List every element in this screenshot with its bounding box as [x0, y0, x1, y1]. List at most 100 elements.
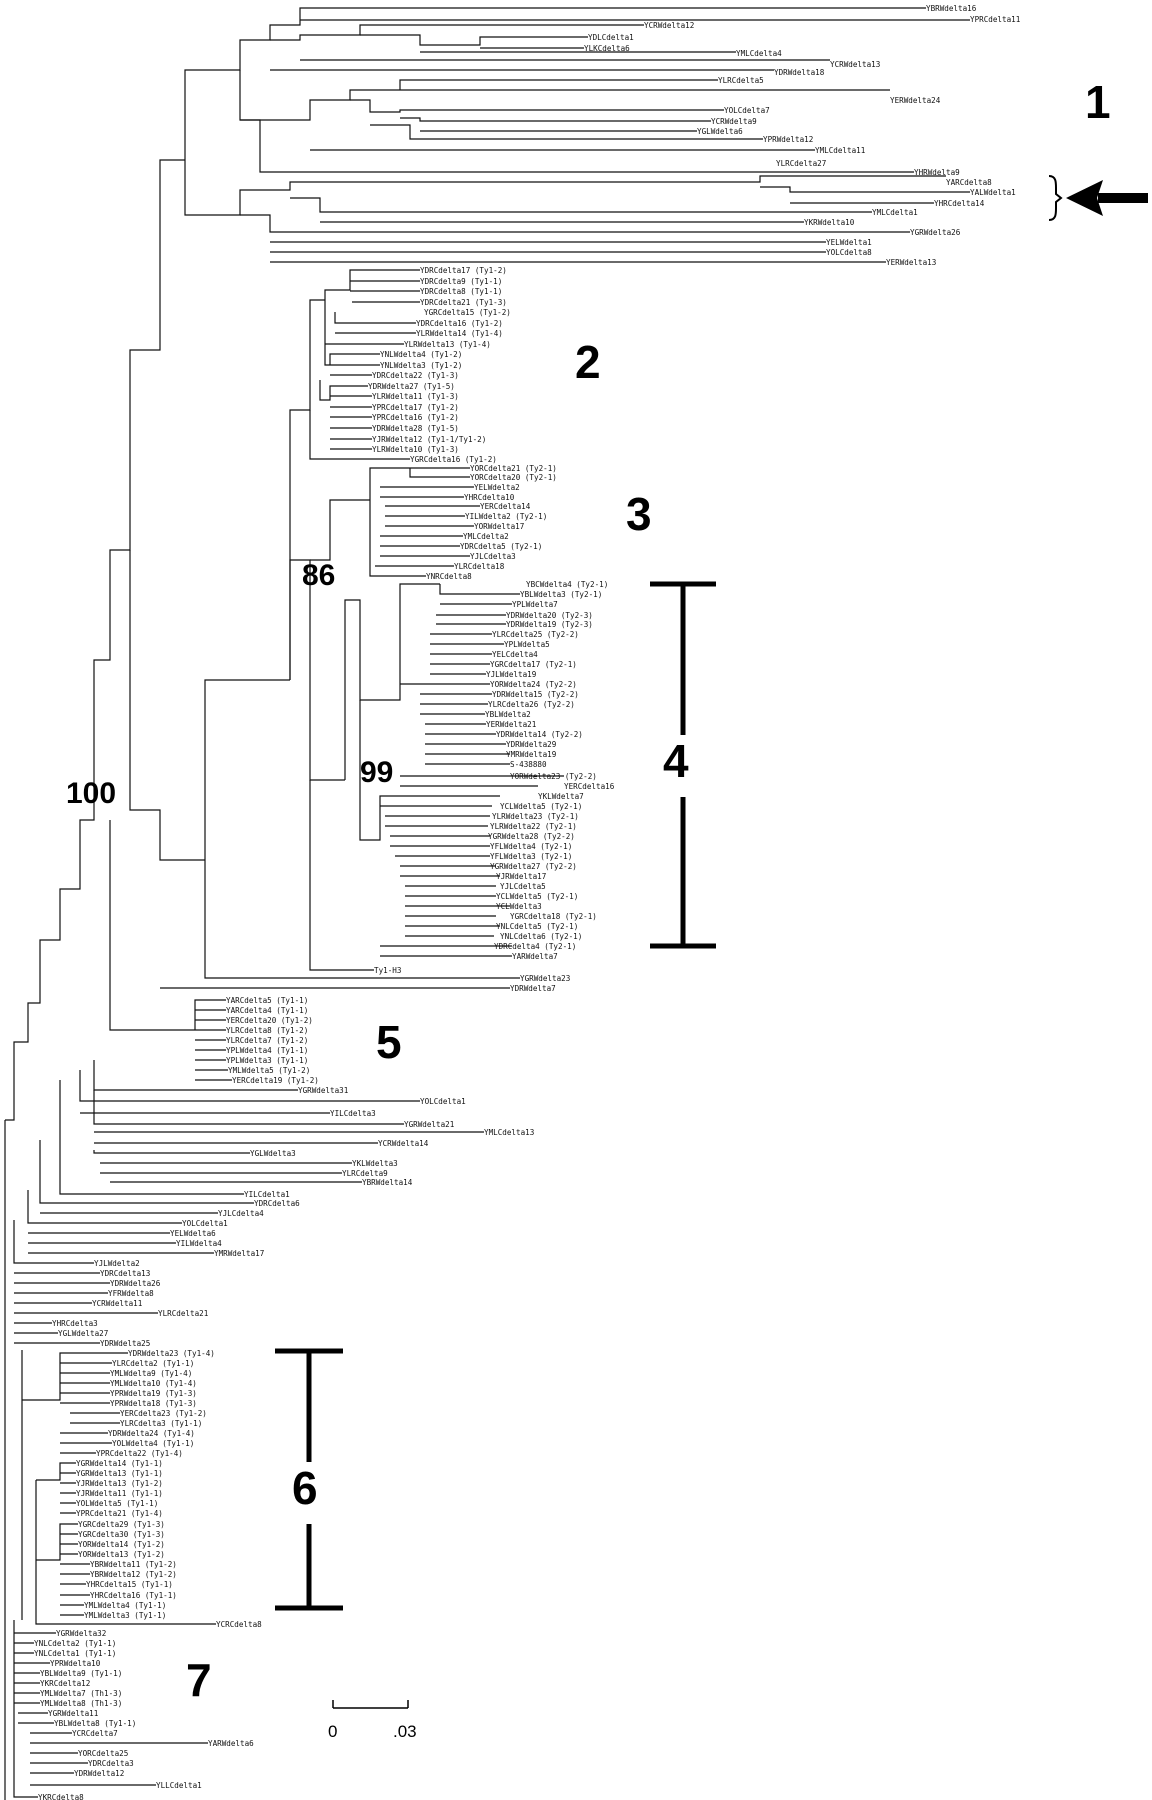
tree-branch	[310, 124, 815, 151]
clade-label-3: 3	[626, 488, 652, 540]
leaf-label: YOLWdelta5 (Ty1-1)	[76, 1499, 158, 1508]
leaf-label: YELWdelta2	[474, 483, 520, 492]
tree-branch	[369, 500, 426, 577]
leaf-label: YERCdelta16	[564, 782, 615, 791]
leaf-label: YARWdelta7	[512, 952, 558, 961]
leaf-label: YDRWdelta18	[774, 68, 825, 77]
leaf-label: YORCdelta20 (Ty2-1)	[470, 473, 557, 482]
leaf-label: YGRWdelta28 (Ty2-2)	[488, 832, 575, 841]
tree-branch	[109, 820, 195, 1031]
tree-branch	[35, 1480, 216, 1625]
tree-branch	[350, 99, 724, 132]
leaf-label: YDRCdelta17 (Ty1-2)	[420, 266, 507, 275]
leaf-label: YGRCdelta15 (Ty1-2)	[424, 308, 511, 317]
tree-branch	[13, 1620, 38, 1798]
leaf-label: YLRWdelta10 (Ty1-3)	[372, 445, 459, 454]
leaf-label: YLKCdelta6	[584, 44, 630, 53]
leaf-label: YLRWdelta22 (Ty2-1)	[490, 822, 577, 831]
leaf-label: YPRCdelta17 (Ty1-2)	[372, 403, 459, 412]
leaf-label: YCRCdelta8	[216, 1620, 262, 1629]
leaf-label: YLRCdelta18	[454, 562, 505, 571]
tree-branch	[79, 1070, 420, 1114]
leaf-label: YPRCdelta16 (Ty1-2)	[372, 413, 459, 422]
leaf-label: YMLWdelta4 (Ty1-1)	[84, 1601, 166, 1610]
leaf-label: YDRWdelta27 (Ty1-5)	[368, 382, 455, 391]
leaf-label: YERCdelta19 (Ty1-2)	[232, 1076, 319, 1085]
leaf-label: YCLWdelta3	[496, 902, 542, 911]
leaf-label: YPLWdelta3 (Ty1-1)	[226, 1056, 308, 1065]
tree-branches	[4, 7, 970, 1800]
clade-labels: 1 2 3 4 5 6 7	[186, 76, 1111, 1706]
leaf-label: YLRCdelta26 (Ty2-2)	[488, 700, 575, 709]
tree-branch	[310, 499, 370, 561]
leaf-label: YDRWdelta25	[100, 1339, 150, 1348]
leaf-label: YCLWdelta5 (Ty2-1)	[496, 892, 578, 901]
leaf-label: YCRWdelta11	[92, 1299, 143, 1308]
leaf-label: YHRWdelta9	[914, 168, 960, 177]
tree-branch	[270, 51, 830, 71]
tree-branch	[360, 34, 588, 49]
leaf-label: YFRWdelta8	[108, 1289, 154, 1298]
leaf-label: YMRWdelta19	[506, 750, 557, 759]
clade-label-7: 7	[186, 1654, 212, 1706]
tree-branch	[27, 1190, 214, 1254]
leaf-label: YJLCdelta4	[218, 1209, 264, 1218]
leaf-label: YFLWdelta3 (Ty2-1)	[490, 852, 572, 861]
leaf-label: YLRCdelta21	[158, 1309, 209, 1318]
leaf-label: YMLWdelta10 (Ty1-4)	[110, 1379, 197, 1388]
tree-branch	[290, 197, 872, 223]
tree-branch	[184, 7, 926, 160]
leaf-label: YELCdelta4	[492, 650, 538, 659]
leaf-label: YGRCdelta29 (Ty1-3)	[78, 1520, 165, 1529]
leaf-label: YALWdelta1	[970, 188, 1016, 197]
leaf-label: YELWdelta6	[170, 1229, 216, 1238]
clade-6-bracket	[275, 1348, 343, 1611]
tree-branch	[270, 24, 644, 41]
tree-branch	[325, 312, 416, 345]
tree-branch	[430, 584, 520, 675]
leaf-label: YGRWdelta21	[404, 1120, 455, 1129]
leaf-label: YILCdelta1	[244, 1190, 290, 1199]
leaf-label: YMLCdelta13	[484, 1128, 534, 1137]
tree-branch	[324, 269, 420, 303]
leaf-label: YPLWdelta4 (Ty1-1)	[226, 1046, 308, 1055]
tree-branch	[194, 999, 232, 1081]
leaf-label: YJLCdelta3	[470, 552, 516, 561]
tree-branch	[22, 1352, 128, 1454]
tree-branch	[380, 895, 512, 957]
leaf-label: YGRWdelta14 (Ty1-1)	[76, 1459, 163, 1468]
leaf-label: YNLWdelta4 (Ty1-2)	[380, 350, 462, 359]
leaf-label: YCRWdelta14	[378, 1139, 429, 1148]
leaf-label: YARCdelta8	[946, 178, 992, 187]
tree-branch	[14, 1632, 56, 1724]
bootstrap-value-root: 100	[66, 777, 116, 810]
bootstrap-value-clades-3-4: 99	[360, 756, 393, 789]
leaf-label: YDRCdelta16 (Ty1-2)	[416, 319, 503, 328]
tree-branch	[359, 583, 440, 701]
leaf-label: YPRCdelta21 (Ty1-4)	[76, 1509, 163, 1518]
leaf-label: YDRWdelta14 (Ty2-2)	[496, 730, 583, 739]
leaf-label: YERCdelta20 (Ty1-2)	[226, 1016, 313, 1025]
leaf-label: YMLWdelta7 (Th1-3)	[40, 1689, 122, 1698]
leaf-label: YORWdelta17	[474, 522, 524, 531]
leaf-label: YOLCdelta1	[182, 1219, 228, 1228]
leaf-label: YDRWdelta12	[74, 1769, 124, 1778]
leaf-label: YJRWdelta11 (Ty1-1)	[76, 1489, 163, 1498]
leaf-label: YILWdelta4	[176, 1239, 222, 1248]
leaf-label: YHRCdelta16 (Ty1-1)	[90, 1591, 177, 1600]
leaf-label: YDRWdelta7	[510, 984, 556, 993]
leaf-label: YLRCdelta9	[342, 1169, 388, 1178]
tree-branch	[400, 683, 564, 787]
tree-branch	[309, 780, 374, 971]
leaf-label: YDRWdelta29	[506, 740, 557, 749]
tree-branch	[59, 1080, 244, 1195]
leaf-label: YMLCdelta1	[872, 208, 918, 217]
leaf-label: YNLCdelta5 (Ty2-1)	[496, 922, 578, 931]
tree-branch	[93, 1090, 484, 1144]
leaf-label: YKLWdelta7	[538, 792, 584, 801]
leaf-label: YBRWdelta14	[362, 1178, 413, 1187]
tree-branch	[240, 214, 910, 263]
leaf-label: YGRWdelta26	[910, 228, 961, 237]
leaf-label: YDRWdelta23 (Ty1-4)	[128, 1349, 215, 1358]
leaf-label: YDRWdelta15 (Ty2-2)	[492, 690, 579, 699]
